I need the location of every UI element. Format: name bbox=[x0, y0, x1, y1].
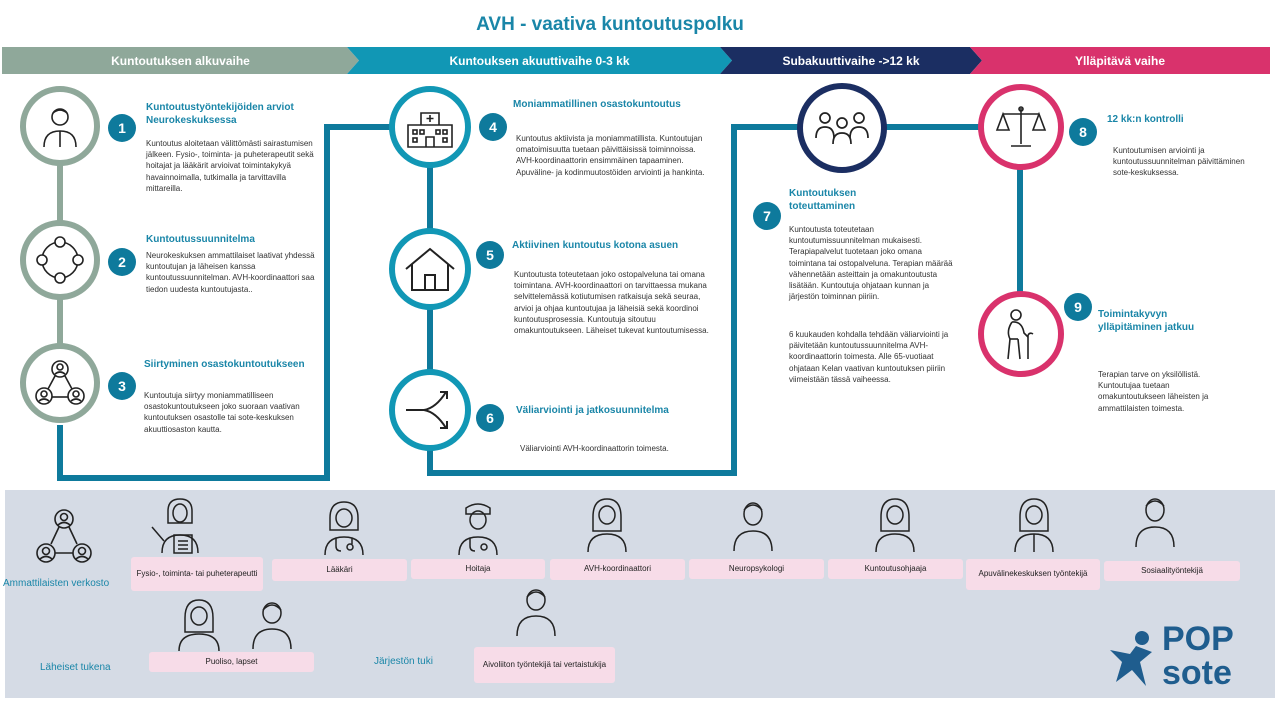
phase-banner-subakuuttivaihe: Subakuuttivaihe ->12 kk bbox=[720, 47, 982, 74]
therapist-icon bbox=[151, 498, 199, 554]
step-1-title: Kuntoutustyöntekijöiden arviot Neurokesk… bbox=[146, 102, 294, 126]
step-number-8: 8 bbox=[1069, 118, 1097, 146]
step-7-circle bbox=[797, 83, 887, 173]
elderly-person-icon bbox=[1007, 309, 1034, 360]
scales-icon bbox=[995, 106, 1047, 147]
step-1-circle bbox=[20, 86, 100, 166]
step-2-text: Neurokeskuksen ammattilaiset laativat yh… bbox=[146, 251, 315, 294]
step-number-7: 7 bbox=[753, 202, 781, 230]
step-4-circle bbox=[389, 86, 471, 168]
step-6-title: Väliarviointi ja jatkosuunnitelma bbox=[516, 405, 669, 416]
step-2-title: Kuntoutussuunnitelma bbox=[146, 234, 255, 245]
phase-label: Subakuuttivaihe ->12 kk bbox=[782, 53, 920, 68]
step-number-3: 3 bbox=[108, 372, 136, 400]
step-3-text: Kuntoutuja siirtyy moniammatilliseen osa… bbox=[144, 391, 300, 434]
page-title: AVH - vaativa kuntoutuspolku bbox=[476, 14, 744, 35]
social-worker-icon bbox=[1135, 498, 1175, 548]
network-icon bbox=[35, 360, 85, 405]
child-icon bbox=[252, 602, 292, 650]
relatives-heading: Läheiset tukena bbox=[40, 662, 111, 673]
connector-line-3-4 bbox=[57, 124, 430, 481]
step-5-title: Aktiivinen kuntoutus kotona asuen bbox=[512, 240, 679, 251]
logo-text-sote: sote bbox=[1162, 654, 1232, 692]
network-heading: Ammattilaisten verkosto bbox=[3, 578, 110, 589]
logo-text-pop: POP bbox=[1162, 620, 1234, 658]
step-6-circle bbox=[389, 369, 471, 451]
nurse-icon bbox=[458, 503, 498, 556]
professional-label-nurse: Hoitaja bbox=[411, 559, 545, 579]
popsote-star-logo bbox=[1110, 631, 1152, 686]
step-7-title: Kuntoutuksen toteuttaminen bbox=[789, 188, 857, 212]
aid-center-worker-icon bbox=[1014, 498, 1054, 553]
professional-label-neuropsychologist: Neuropsykologi bbox=[689, 559, 824, 579]
step-number-2: 2 bbox=[108, 248, 136, 276]
step-8-title: 12 kk:n kontrolli bbox=[1107, 114, 1184, 125]
hospital-icon bbox=[407, 112, 453, 148]
step-6-text: Väliarviointi AVH-koordinaattorin toimes… bbox=[520, 444, 669, 453]
step-number-9: 9 bbox=[1064, 293, 1092, 321]
step-3-title: Siirtyminen osastokuntoutukseen bbox=[144, 359, 305, 370]
professional-label-coordinator: AVH-koordinaattori bbox=[550, 559, 685, 580]
volunteer-icon bbox=[516, 589, 556, 637]
rehab-counselor-icon bbox=[875, 498, 915, 553]
step-2-circle bbox=[20, 220, 100, 300]
step-7-text-2: 6 kuukauden kohdalla tehdään väliarvioin… bbox=[789, 330, 949, 384]
step-7-text: Kuntoutusta toteutetaan kuntoutumissuunn… bbox=[789, 225, 953, 302]
professional-label-aid-center: Apuvälinekeskuksen työntekijä bbox=[966, 559, 1100, 590]
organization-heading: Järjestön tuki bbox=[374, 656, 433, 667]
cycle-icon bbox=[36, 236, 84, 284]
professional-label-therapist: Fysio-, toiminta- tai puheterapeutti bbox=[131, 557, 263, 591]
step-9-circle bbox=[978, 291, 1064, 377]
step-9-text: Terapian tarve on yksilöllistä. Kuntoutu… bbox=[1098, 370, 1209, 413]
step-number-6: 6 bbox=[476, 404, 504, 432]
person-icon bbox=[43, 108, 77, 148]
step-4-text: Kuntoutus aktiivista ja moniammatillista… bbox=[516, 134, 705, 177]
house-icon bbox=[405, 247, 455, 291]
step-8-text: Kuntoutumisen arviointi ja kuntoutussuun… bbox=[1113, 146, 1245, 178]
step-5-circle bbox=[389, 228, 471, 310]
step-5-text: Kuntoutusta toteutetaan joko ostopalvelu… bbox=[514, 270, 709, 335]
professional-label-rehab-counselor: Kuntoutusohjaaja bbox=[828, 559, 963, 579]
step-8-circle bbox=[978, 84, 1064, 170]
phase-label: Kuntoutuksen alkuvaihe bbox=[111, 53, 250, 68]
doctor-icon bbox=[324, 501, 364, 556]
phase-label: Ylläpitävä vaihe bbox=[1074, 53, 1166, 68]
step-number-4: 4 bbox=[479, 113, 507, 141]
professional-label-doctor: Lääkäri bbox=[272, 559, 407, 581]
group-icon bbox=[815, 112, 869, 145]
relatives-label: Puoliso, lapset bbox=[149, 652, 314, 672]
phase-banner-akuuttivaihe: Kuntouksen akuuttivaihe 0-3 kk bbox=[347, 47, 732, 74]
phase-label: Kuntouksen akuuttivaihe 0-3 kk bbox=[449, 53, 630, 68]
neuropsychologist-icon bbox=[733, 502, 773, 552]
step-number-1: 1 bbox=[108, 114, 136, 142]
spouse-icon bbox=[178, 599, 220, 652]
organization-label: Aivoliiton työntekijä tai vertaistukija bbox=[474, 647, 615, 683]
professional-label-social-worker: Sosiaalityöntekijä bbox=[1104, 561, 1240, 581]
step-3-circle bbox=[20, 343, 100, 423]
network-icon bbox=[36, 509, 92, 563]
step-9-title: Toimintakyvyn ylläpitäminen jatkuu bbox=[1098, 309, 1195, 333]
step-number-5: 5 bbox=[476, 241, 504, 269]
step-4-title: Moniammatillinen osastokuntoutus bbox=[513, 99, 681, 110]
step-1-text: Kuntoutus aloitetaan välittömästi sairas… bbox=[146, 139, 314, 193]
phase-banner-yllapitava: Ylläpitävä vaihe bbox=[970, 47, 1270, 74]
split-arrow-icon bbox=[406, 391, 448, 429]
phase-banner-alkuvaihe: Kuntoutuksen alkuvaihe bbox=[2, 47, 359, 74]
coordinator-icon bbox=[587, 498, 627, 553]
